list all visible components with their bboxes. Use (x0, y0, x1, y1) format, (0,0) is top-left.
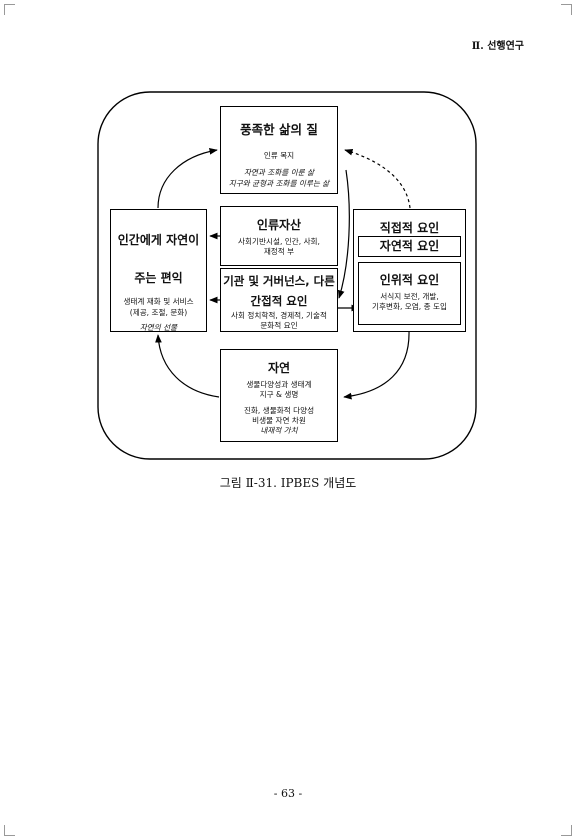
nature-line-3: 진화, 생물화적 다양성 (243, 406, 315, 415)
service-types-text: (제공, 조절, 문화) (129, 308, 188, 317)
figure-caption: 그림 Ⅱ-31. IPBES 개념도 (219, 476, 357, 490)
nature-contributions-box: 인간에게 자연이 주는 편익 생태계 재화 및 서비스 (제공, 조절, 문화)… (110, 209, 207, 332)
nature-contributions-title-2: 주는 편익 (134, 271, 183, 285)
institutions-line-1: 사회 정치학적, 경제적, 기술적 (231, 311, 327, 320)
nature-line-4: 비생물 자연 차원 (252, 416, 306, 425)
page-number: - 63 - (273, 787, 303, 800)
running-head: Ⅱ. 선행연구 (471, 41, 524, 52)
crop-mark-top-right (561, 4, 572, 15)
arrow-drivers-to-nature (343, 330, 410, 400)
direct-drivers-box: 직접적 요인 자연적 요인 인위적 요인 서식지 보전, 개발, 기후변화, 오… (353, 209, 466, 332)
ecosystem-goods-services-text: 생태계 재화 및 서비스 (123, 297, 194, 306)
drivers-line-1: 서식지 보전, 개발, (380, 292, 439, 301)
institutions-line-2: 문화적 요인 (260, 321, 298, 330)
nature-line-5: 내재적 가치 (260, 426, 298, 435)
anthropogenic-drivers-title: 인위적 요인 (379, 273, 440, 287)
anthropogenic-assets-title: 인류자산 (256, 218, 302, 232)
anthropogenic-drivers-box: 인위적 요인 서식지 보전, 개발, 기후변화, 오염, 종 도입 (358, 262, 461, 325)
direct-drivers-title: 직접적 요인 (379, 221, 440, 235)
outer-frame (97, 91, 477, 460)
living-in-harmony-text: 자연과 조화를 이룬 삶 (243, 168, 315, 177)
crop-mark-bottom-left (4, 825, 15, 836)
nature-line-2: 지구 & 생명 (259, 390, 299, 399)
institutions-title-1: 기관 및 거버넌스, 다른 (223, 274, 335, 288)
arrow-nature-to-contrib (155, 334, 220, 398)
nature-contributions-title-1: 인간에게 자연이 (117, 233, 200, 247)
natural-drivers-box: 자연적 요인 (358, 236, 461, 257)
human-wellbeing-text: 인류 복지 (263, 151, 295, 160)
anthropogenic-assets-box: 인류자산 사회기반시설, 인간, 사회, 재정적 부 (220, 206, 338, 266)
arrow-wellbeing-to-institutions (337, 169, 350, 299)
institutions-box: 기관 및 거버넌스, 다른 간접적 요인 사회 정치학적, 경제적, 기술적 문… (220, 268, 338, 332)
arrow-drivers-to-wellbeing (344, 148, 411, 209)
living-in-balance-text: 지구와 균형과 조화를 이루는 삶 (228, 179, 330, 188)
drivers-line-2: 기후변화, 오염, 종 도입 (372, 302, 447, 311)
crop-mark-top-left (4, 4, 15, 15)
nature-title: 자연 (267, 361, 291, 375)
arrow-contrib-to-wellbeing (157, 147, 218, 209)
nature-line-1: 생물다양성과 생태계 (246, 380, 312, 389)
assets-line-2: 재정적 부 (263, 247, 295, 256)
crop-mark-bottom-right (561, 825, 572, 836)
institutions-title-2: 간접적 요인 (250, 294, 308, 308)
good-quality-of-life-title: 풍족한 삶의 질 (240, 122, 318, 137)
natural-drivers-title: 자연적 요인 (379, 239, 440, 253)
assets-line-1: 사회기반시설, 인간, 사회, (238, 237, 320, 246)
good-quality-of-life-box: 풍족한 삶의 질 인류 복지 자연과 조화를 이룬 삶 지구와 균형과 조화를 … (220, 106, 338, 194)
natures-gifts-text: 자연의 선물 (139, 323, 178, 332)
nature-box: 자연 생물다양성과 생태계 지구 & 생명 진화, 생물화적 다양성 비생물 자… (220, 349, 338, 442)
